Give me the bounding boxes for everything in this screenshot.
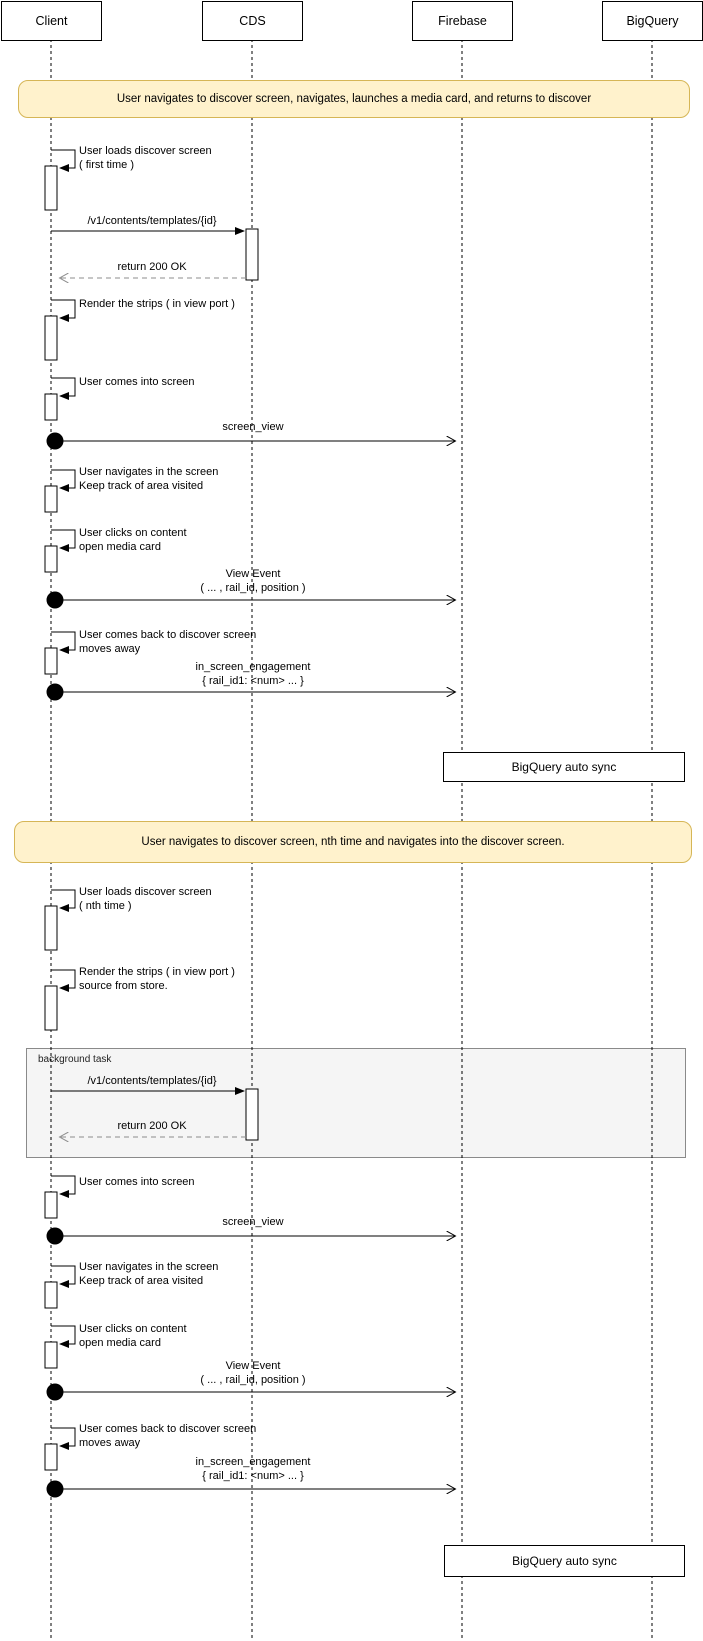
self-arrow-load-screen-1 xyxy=(51,149,76,172)
self-arrow-render-strips-2 xyxy=(51,969,76,992)
label-view-event-1: View Event ( ... , rail_id, position ) xyxy=(103,568,403,595)
label-line: User navigates in the screen xyxy=(79,466,219,478)
label-screen-view-1: screen_view xyxy=(222,421,284,433)
label-load-screen-2: User loads discover screen ( nth time ) xyxy=(79,886,212,913)
label-fetch-templates-1: /v1/contents/templates/{id} xyxy=(87,215,217,227)
label-render-strips-2: Render the strips ( in view port ) sourc… xyxy=(79,966,235,993)
label-line: ( ... , rail_id, position ) xyxy=(200,581,306,594)
note-scenario-first-visit: User navigates to discover screen, navig… xyxy=(18,80,690,118)
activation-client xyxy=(44,985,58,1031)
self-arrow-clicks-content-1 xyxy=(51,529,76,552)
self-arrow-navigates-2 xyxy=(51,1265,76,1288)
label-view-event-2: View Event ( ... , rail_id, position ) xyxy=(103,1360,403,1387)
label-line: open media card xyxy=(79,1336,161,1349)
actor-bigquery: BigQuery xyxy=(602,1,703,41)
activation-cds xyxy=(245,228,259,281)
label-clicks-content-1: User clicks on content open media card xyxy=(79,527,187,554)
label-line: ( first time ) xyxy=(79,158,134,171)
label-line: Keep track of area visited xyxy=(79,1274,204,1287)
label-render-strips-1: Render the strips ( in view port ) xyxy=(79,298,235,310)
label-load-screen-1: User loads discover screen ( first time … xyxy=(79,145,212,172)
label-line: ( ... , rail_id, position ) xyxy=(200,1373,306,1386)
label-line: View Event xyxy=(225,1360,281,1372)
label-fetch-templates-2: /v1/contents/templates/{id} xyxy=(87,1075,217,1087)
note-scenario-nth-visit: User navigates to discover screen, nth t… xyxy=(14,821,692,863)
label-line: User comes back to discover screen xyxy=(79,1423,257,1435)
activation-client xyxy=(44,647,58,675)
bigquery-sync-box-1: BigQuery auto sync xyxy=(443,752,685,782)
label-line: in_screen_engagement xyxy=(195,661,311,673)
label-line: ( nth time ) xyxy=(79,899,132,912)
label-line: Render the strips ( in view port ) xyxy=(79,966,235,978)
self-arrow-comes-back-2 xyxy=(51,1427,76,1450)
self-arrow-render-strips-1 xyxy=(51,299,76,322)
label-comes-into-screen-2: User comes into screen xyxy=(79,1176,195,1188)
label-line: open media card xyxy=(79,540,161,553)
activation-client xyxy=(44,315,58,361)
label-line: User navigates in the screen xyxy=(79,1261,219,1273)
activation-client xyxy=(44,905,58,951)
actor-firebase: Firebase xyxy=(412,1,513,41)
label-comes-back-2: User comes back to discover screen moves… xyxy=(79,1423,256,1450)
label-line: View Event xyxy=(225,568,281,580)
activation-client xyxy=(44,1341,58,1369)
activation-client xyxy=(44,1443,58,1471)
self-arrow-comes-back-1 xyxy=(51,631,76,654)
bigquery-sync-box-2: BigQuery auto sync xyxy=(444,1545,685,1577)
self-arrow-clicks-content-2 xyxy=(51,1325,76,1348)
activation-cds xyxy=(245,1088,259,1141)
label-return-ok-1: return 200 OK xyxy=(117,261,187,273)
activation-client xyxy=(44,1281,58,1309)
label-return-ok-2: return 200 OK xyxy=(117,1120,187,1132)
label-line: User loads discover screen xyxy=(79,145,212,157)
self-arrow-comes-into-screen-1 xyxy=(51,377,76,400)
label-line: User clicks on content xyxy=(79,527,187,539)
activation-client xyxy=(44,545,58,573)
self-arrow-comes-into-screen-2 xyxy=(51,1175,76,1198)
label-line: User clicks on content xyxy=(79,1323,187,1335)
activation-client xyxy=(44,393,58,421)
activation-client xyxy=(44,165,58,211)
label-line: moves away xyxy=(79,642,141,655)
activation-client xyxy=(44,485,58,513)
label-line: in_screen_engagement xyxy=(195,1456,311,1468)
label-engagement-2: in_screen_engagement { rail_id1: <num> .… xyxy=(103,1456,403,1483)
label-line: source from store. xyxy=(79,979,168,992)
label-screen-view-2: screen_view xyxy=(222,1216,284,1228)
background-task-label: background task xyxy=(38,1054,112,1065)
label-line: { rail_id1: <num> ... } xyxy=(202,1469,304,1482)
self-arrow-navigates-1 xyxy=(51,469,76,492)
self-arrow-load-screen-2 xyxy=(51,889,76,912)
label-navigates-2: User navigates in the screen Keep track … xyxy=(79,1261,218,1288)
label-line: User comes back to discover screen xyxy=(79,629,257,641)
actor-client: Client xyxy=(1,1,102,41)
label-clicks-content-2: User clicks on content open media card xyxy=(79,1323,187,1350)
label-engagement-1: in_screen_engagement { rail_id1: <num> .… xyxy=(103,661,403,688)
actor-cds: CDS xyxy=(202,1,303,41)
label-line: { rail_id1: <num> ... } xyxy=(202,674,304,687)
label-line: User loads discover screen xyxy=(79,886,212,898)
activation-client xyxy=(44,1191,58,1219)
label-navigates-1: User navigates in the screen Keep track … xyxy=(79,466,218,493)
label-line: Keep track of area visited xyxy=(79,479,204,492)
label-comes-back-1: User comes back to discover screen moves… xyxy=(79,629,256,656)
label-comes-into-screen-1: User comes into screen xyxy=(79,376,195,388)
label-line: moves away xyxy=(79,1436,141,1449)
background-task-frame xyxy=(26,1048,686,1158)
